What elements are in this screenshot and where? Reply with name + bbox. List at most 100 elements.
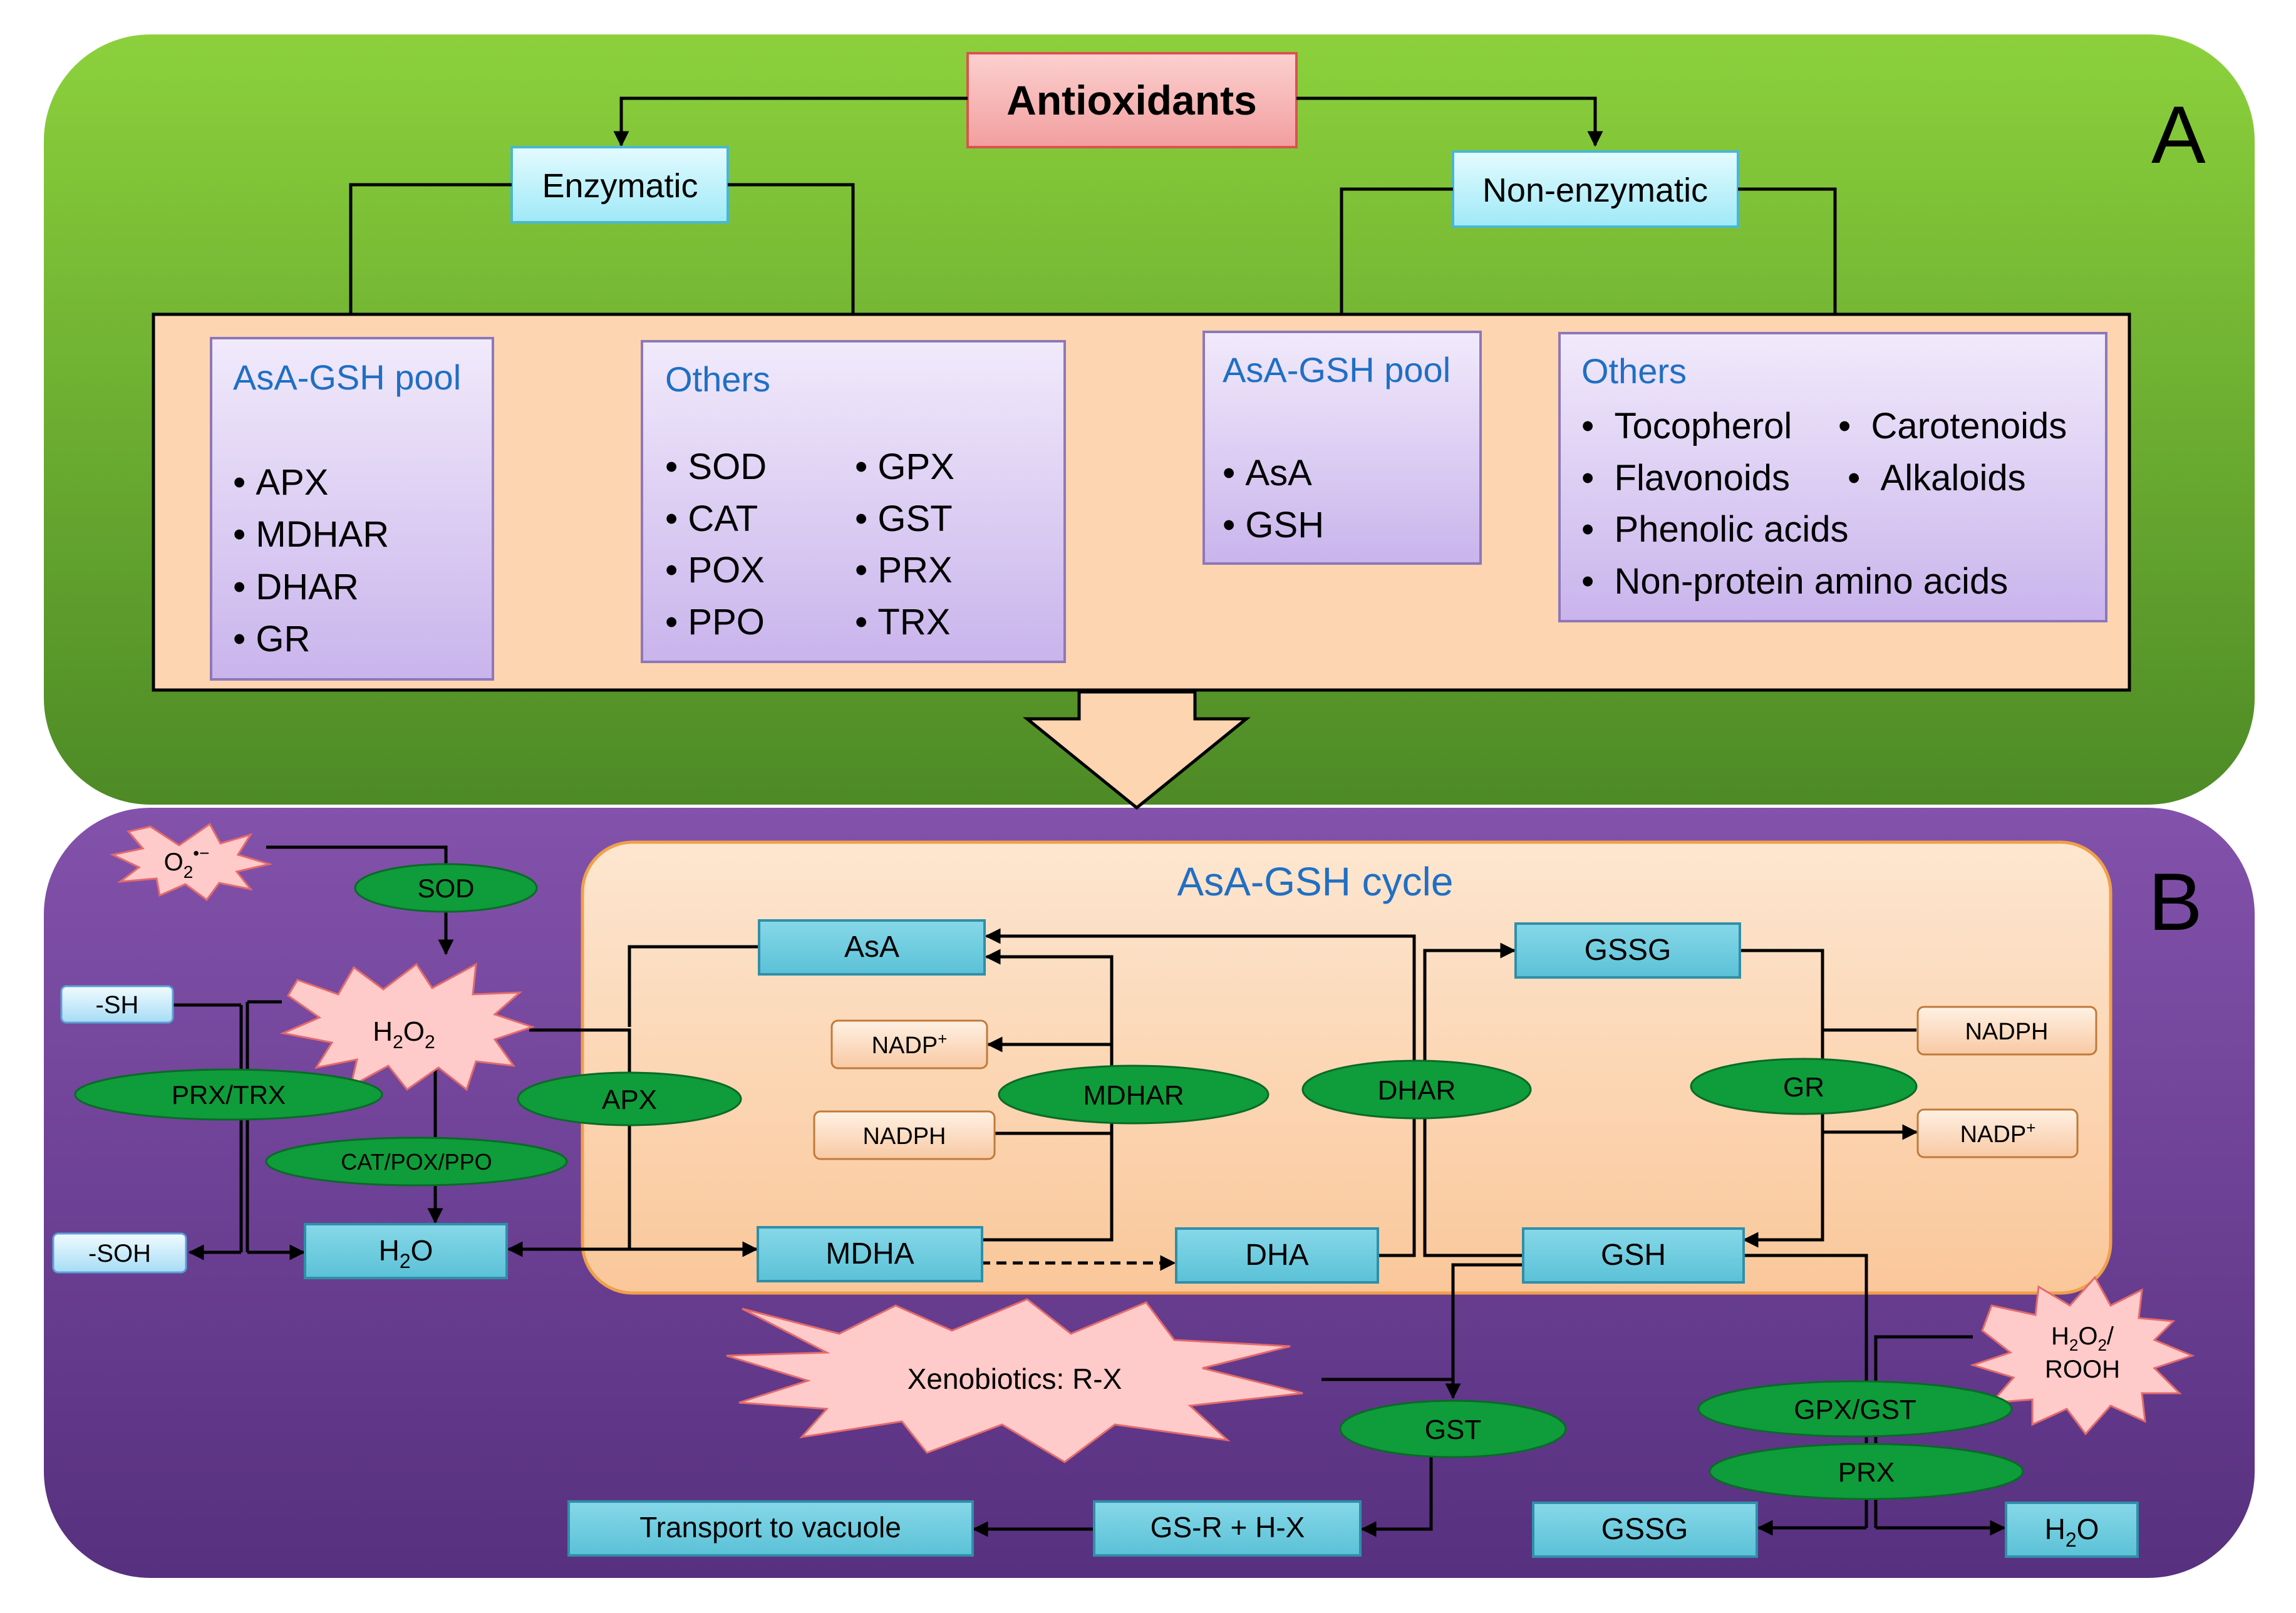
- nadph-mdhar-label: NADPH: [862, 1123, 946, 1150]
- prx-label: PRX: [1838, 1457, 1895, 1488]
- transport-label: Transport to vacuole: [639, 1511, 901, 1543]
- nadp-mdhar-label: NADP+: [872, 1029, 948, 1059]
- apx-ellipse: [517, 1071, 742, 1126]
- enzymatic-others-item: • TRX: [855, 602, 950, 642]
- enzymatic-pool-item: • APX: [233, 462, 328, 503]
- nadph-gr-box: [1916, 1006, 2097, 1056]
- cat-pox-ppo-ellipse: [265, 1136, 568, 1187]
- nonenzymatic-asa-gsh-pool-box: [1202, 331, 1482, 565]
- nonenzymatic-others-item: • Non-protein amino acids: [1581, 561, 2008, 602]
- enzymatic-others-item: • POX: [665, 550, 765, 590]
- asa-label: AsA: [844, 930, 899, 964]
- enzymatic-others-item: • SOD: [665, 446, 767, 487]
- antioxidants-box: [966, 52, 1298, 148]
- superoxide-star: [110, 822, 273, 902]
- gr-label: GR: [1783, 1072, 1824, 1103]
- root-to-enzymatic-arrow: [613, 96, 968, 147]
- h2o-box: [304, 1223, 508, 1279]
- non-enzymatic-box: [1452, 150, 1739, 228]
- h2o2-rooh-star: [1970, 1275, 2195, 1436]
- soh-box: [52, 1232, 187, 1274]
- enzymatic-to-pool-arrow: [343, 183, 512, 334]
- h2o-bottom-label: H2O: [2045, 1513, 2099, 1551]
- enzymatic-others-item: • GPX: [855, 446, 954, 487]
- asa-gsh-cycle-title: AsA-GSH cycle: [1177, 859, 1454, 904]
- mdhar-ellipse: [998, 1064, 1270, 1125]
- gpx-gst-ellipse: [1697, 1380, 2013, 1438]
- mdhar-label: MDHAR: [1083, 1080, 1184, 1111]
- h2o2-star: [279, 962, 535, 1091]
- gssg-top-box: [1514, 922, 1741, 979]
- enzymatic-pool-item: • MDHAR: [233, 514, 389, 555]
- nadp-gr-label: NADP+: [1960, 1118, 2036, 1148]
- nadph-mdhar-box: [813, 1110, 996, 1160]
- dha-box: [1175, 1227, 1379, 1284]
- gssg-top-label: GSSG: [1585, 934, 1672, 967]
- enzymatic-pool-item: • DHAR: [233, 567, 359, 607]
- prx-trx-ellipse: [74, 1068, 383, 1121]
- gpx-gst-label: GPX/GST: [1794, 1394, 1916, 1425]
- nonenzymatic-others-item: • Flavonoids: [1581, 458, 1790, 498]
- h2o2-to-apx-line: [529, 1028, 631, 1249]
- nonenzymatic-to-pool-arrow: [1333, 187, 1453, 331]
- enzymatic-others-item: • PPO: [665, 602, 765, 642]
- nonenzymatic-others-item: • Phenolic acids: [1581, 509, 1849, 550]
- apx-label: APX: [602, 1085, 657, 1115]
- sh-label: -SH: [96, 991, 139, 1019]
- superoxide-label: O2•−: [164, 843, 210, 882]
- asa-to-apx-line: [628, 945, 758, 1027]
- sh-box: [60, 985, 174, 1024]
- nonenzymatic-pool-title: AsA-GSH pool: [1223, 350, 1451, 389]
- enzymatic-others-box: [641, 340, 1066, 663]
- h2o-label: H2O: [379, 1234, 433, 1272]
- gst-label: GST: [1425, 1415, 1481, 1445]
- root-to-nonenzymatic-arrow: [1296, 96, 1603, 147]
- nonenzymatic-others-title: Others: [1581, 351, 1687, 391]
- sod-label: SOD: [417, 873, 474, 903]
- h2o-bottom-box: [2005, 1502, 2139, 1558]
- nonenzymatic-to-others-arrow: [1738, 187, 1843, 333]
- mdha-label: MDHA: [825, 1237, 914, 1270]
- nadp-mdhar-box: [830, 1019, 988, 1069]
- mdha-box: [757, 1226, 983, 1282]
- dha-label: DHA: [1245, 1239, 1308, 1272]
- prx-ellipse: [1709, 1443, 2024, 1500]
- gsh-box: [1522, 1227, 1745, 1284]
- gsh-label: GSH: [1601, 1239, 1666, 1272]
- soh-label: -SOH: [88, 1240, 151, 1267]
- gssg-bottom-box: [1532, 1502, 1758, 1558]
- nadp-gr-box: [1916, 1108, 2079, 1158]
- gsr-hx-box: [1093, 1500, 1362, 1557]
- panel-a-letter: A: [2151, 89, 2206, 180]
- nonenzymatic-pool-item: • AsA: [1223, 453, 1312, 493]
- cat-pox-ppo-label: CAT/POX/PPO: [341, 1149, 492, 1175]
- dhar-label: DHAR: [1378, 1075, 1456, 1106]
- gsr-hx-label: GS-R + H-X: [1151, 1511, 1305, 1543]
- antioxidants-label: Antioxidants: [1006, 77, 1257, 123]
- enzymatic-pool-item: • GR: [233, 619, 310, 659]
- transport-box: [567, 1500, 974, 1557]
- nonenzymatic-pool-item: • GSH: [1223, 505, 1324, 545]
- nonenzymatic-others-item: • Alkaloids: [1848, 458, 2026, 498]
- enzymatic-others-item: • GST: [855, 498, 953, 539]
- panel-transition-arrow: [1022, 690, 1251, 810]
- superoxide-to-h2o2-arrow: [266, 845, 454, 956]
- enzymatic-pool-title: AsA-GSH pool: [233, 358, 461, 397]
- gst-to-gsr-hx-arrow: [1360, 1456, 1433, 1537]
- enzymatic-label: Enzymatic: [542, 167, 698, 205]
- sod-ellipse: [354, 863, 538, 913]
- gst-ellipse: [1339, 1399, 1567, 1458]
- nonenzymatic-others-item: • Tocopherol: [1581, 406, 1792, 446]
- nonenzymatic-others-item: • Carotenoids: [1838, 406, 2067, 446]
- dhar-ellipse: [1301, 1059, 1532, 1120]
- non-enzymatic-label: Non-enzymatic: [1482, 172, 1708, 209]
- nadph-gr-label: NADPH: [1965, 1019, 2048, 1045]
- enzymatic-others-item: • PRX: [855, 550, 953, 590]
- rooh-label: ROOH: [2045, 1356, 2120, 1383]
- enzymatic-to-others-arrow: [728, 183, 861, 338]
- gsh-to-gst-arrow: [1445, 1263, 1523, 1399]
- asa-box: [758, 919, 986, 976]
- gr-ellipse: [1690, 1058, 1918, 1115]
- enzymatic-others-item: • CAT: [665, 498, 758, 539]
